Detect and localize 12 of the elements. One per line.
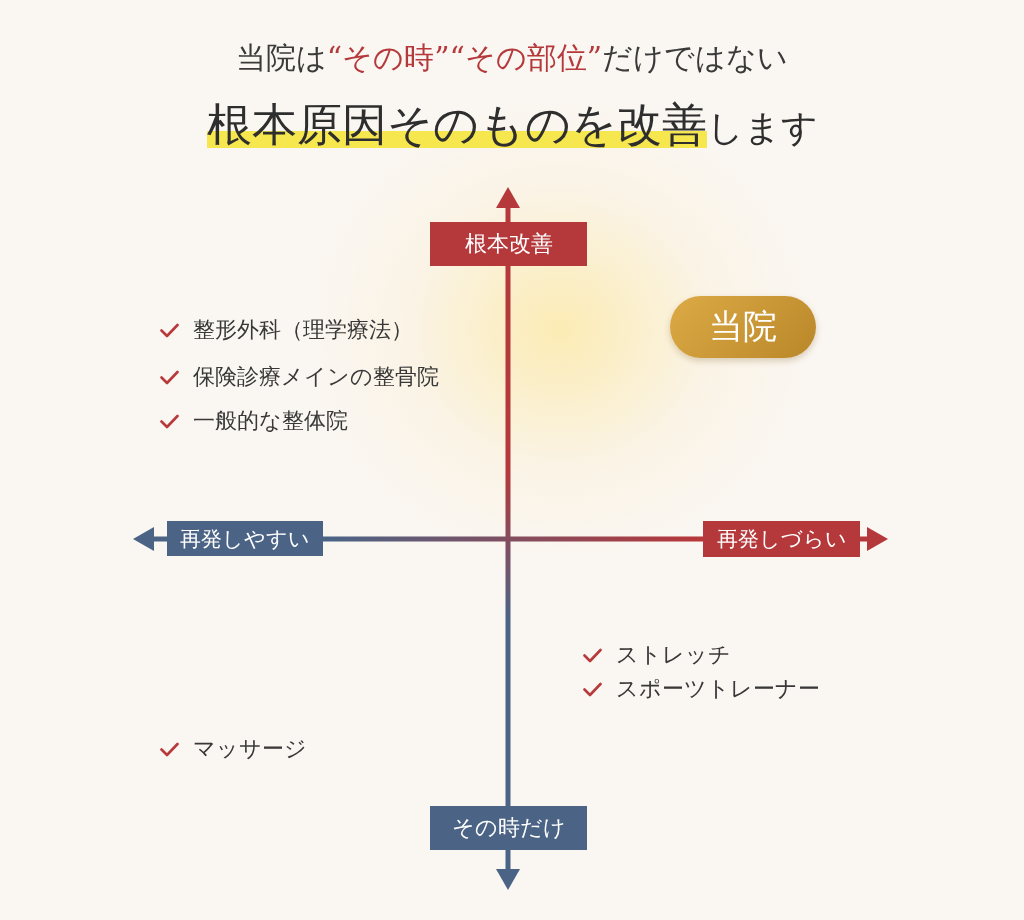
axis-label: 根本改善 bbox=[430, 222, 587, 266]
clinic-badge: 当院 bbox=[670, 296, 816, 358]
axis-label: その時だけ bbox=[430, 806, 587, 850]
lead-heading: 当院は“その時”“その部位”だけではない bbox=[235, 40, 789, 75]
checklist-text: ストレッチ bbox=[616, 641, 731, 669]
checklist-text: 保険診療メインの整骨院 bbox=[193, 363, 439, 391]
checklist-text: マッサージ bbox=[193, 735, 307, 763]
axis-label: 再発しやすい bbox=[167, 521, 323, 556]
checklist-text: 一般的な整体院 bbox=[193, 407, 348, 435]
axis-label: 再発しづらい bbox=[703, 521, 860, 557]
checklist-text: スポーツトレーナー bbox=[616, 675, 820, 703]
checklist-text: 整形外科（理学療法） bbox=[193, 316, 413, 344]
